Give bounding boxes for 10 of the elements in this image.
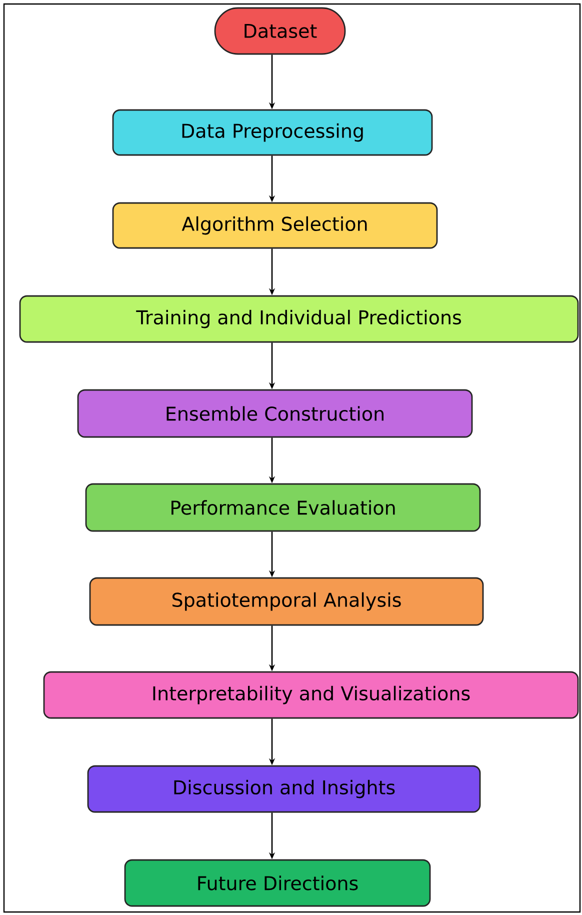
process-box: Data Preprocessing [112, 109, 433, 156]
process-box: Ensemble Construction [77, 389, 473, 438]
process-box: Algorithm Selection [112, 202, 438, 249]
process-box: Interpretability and Visualizations [43, 671, 579, 719]
process-box: Performance Evaluation [85, 483, 481, 532]
process-box: Spatiotemporal Analysis [89, 577, 484, 626]
process-box: Future Directions [124, 859, 431, 907]
process-box: Training and Individual Predictions [19, 295, 579, 343]
process-box: Discussion and Insights [87, 765, 481, 813]
process-box: Dataset [214, 7, 346, 55]
